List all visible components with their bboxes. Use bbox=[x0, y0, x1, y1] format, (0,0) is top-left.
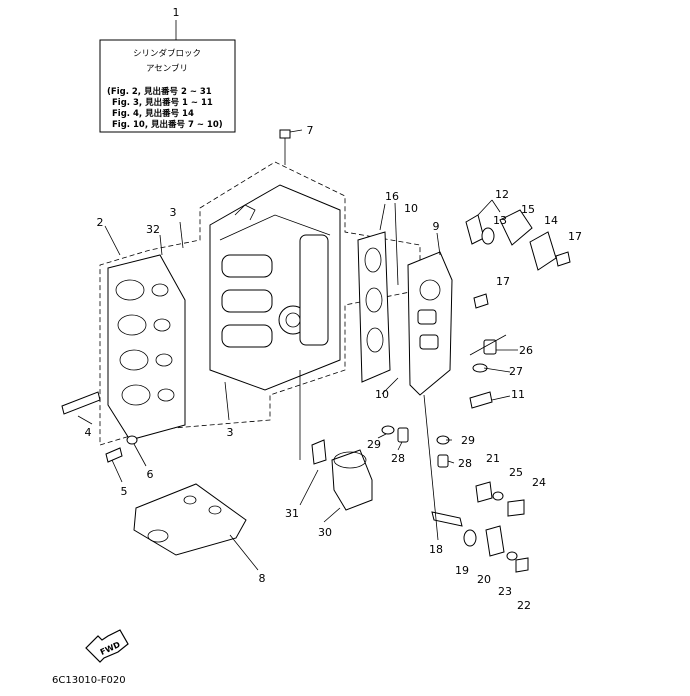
callout-17a: 17 bbox=[568, 230, 582, 243]
callout-16: 16 bbox=[385, 190, 399, 203]
callout-30: 30 bbox=[318, 526, 332, 539]
figure-code: 6C13010-F020 bbox=[52, 675, 126, 686]
callout-3a: 3 bbox=[170, 206, 177, 219]
bolt-7 bbox=[279, 129, 303, 165]
ref-line-2: Fig. 3, 見出番号 1 ~ 11 bbox=[112, 97, 213, 108]
anode-group bbox=[431, 481, 529, 573]
exhaust-gasket bbox=[357, 231, 391, 383]
ref-line-1: (Fig. 2, 見出番号 2 ~ 31 bbox=[107, 86, 212, 97]
callout-20: 20 bbox=[477, 573, 491, 586]
callout-17b: 17 bbox=[496, 275, 510, 288]
callout-29a: 29 bbox=[367, 438, 381, 451]
callout-15: 15 bbox=[521, 203, 535, 216]
cylinder-block bbox=[209, 184, 341, 391]
callout-2: 2 bbox=[97, 216, 104, 229]
callout-28b: 28 bbox=[458, 457, 472, 470]
cylinder-head bbox=[107, 254, 186, 441]
thermostat-group bbox=[465, 209, 571, 309]
callout-19: 19 bbox=[455, 564, 469, 577]
callout-28a: 28 bbox=[391, 452, 405, 465]
title-line-1: シリンダブロック bbox=[133, 48, 201, 59]
ref-line-3: Fig. 4, 見出番号 14 bbox=[112, 108, 194, 119]
callout-6: 6 bbox=[147, 468, 154, 481]
callout-labels: 1 2 3 3 4 5 6 7 8 9 10 10 11 12 13 14 15… bbox=[85, 6, 583, 612]
assembly-title-box: シリンダブロック アセンブリ (Fig. 2, 見出番号 2 ~ 31 Fig.… bbox=[99, 20, 236, 133]
callout-3b: 3 bbox=[227, 426, 234, 439]
callout-5: 5 bbox=[121, 485, 128, 498]
callout-10a: 10 bbox=[404, 202, 418, 215]
callout-11: 11 bbox=[511, 388, 525, 401]
title-line-2: アセンブリ bbox=[146, 63, 188, 74]
callout-8: 8 bbox=[259, 572, 266, 585]
head-gasket bbox=[133, 483, 247, 556]
callout-24: 24 bbox=[532, 476, 546, 489]
callout-9: 9 bbox=[433, 220, 440, 233]
ref-line-4: Fig. 10, 見出番号 7 ~ 10) bbox=[112, 119, 223, 130]
oil-filter bbox=[299, 370, 373, 511]
head-bolts bbox=[61, 391, 138, 463]
callout-18: 18 bbox=[429, 543, 443, 556]
callout-25: 25 bbox=[509, 466, 523, 479]
callout-29b: 29 bbox=[461, 434, 475, 447]
callout-32: 32 bbox=[146, 223, 160, 236]
callout-21: 21 bbox=[486, 452, 500, 465]
callout-7: 7 bbox=[307, 124, 314, 137]
fwd-arrow-icon: FWD bbox=[85, 629, 129, 663]
callout-26: 26 bbox=[519, 344, 533, 357]
callout-22: 22 bbox=[517, 599, 531, 612]
callout-13: 13 bbox=[493, 214, 507, 227]
callout-27: 27 bbox=[509, 365, 523, 378]
callout-23: 23 bbox=[498, 585, 512, 598]
callout-12: 12 bbox=[495, 188, 509, 201]
callout-31: 31 bbox=[285, 507, 299, 520]
callout-4: 4 bbox=[85, 426, 92, 439]
callout-1: 1 bbox=[173, 6, 180, 19]
leader-lines bbox=[77, 199, 518, 571]
assembly-boundary bbox=[99, 161, 421, 446]
exhaust-cover bbox=[407, 251, 453, 396]
callout-10b: 10 bbox=[375, 388, 389, 401]
callout-14: 14 bbox=[544, 214, 558, 227]
